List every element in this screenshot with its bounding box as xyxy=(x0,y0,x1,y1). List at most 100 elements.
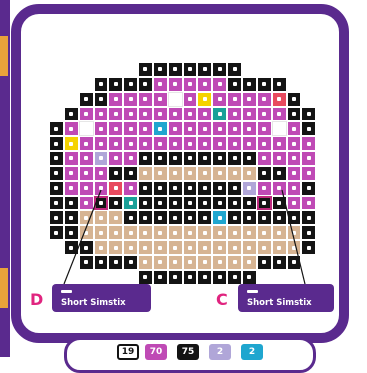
bead xyxy=(94,210,109,225)
bead xyxy=(183,151,198,166)
empty-cell xyxy=(301,77,316,92)
bead xyxy=(272,181,287,196)
bead xyxy=(227,136,242,151)
background-strip xyxy=(0,0,10,357)
empty-cell xyxy=(301,270,316,285)
bead xyxy=(123,255,138,270)
bead xyxy=(242,136,257,151)
bead xyxy=(257,77,272,92)
bead xyxy=(123,136,138,151)
bead xyxy=(212,166,227,181)
bead xyxy=(212,92,227,107)
bead xyxy=(227,62,242,77)
bead xyxy=(272,210,287,225)
bead xyxy=(197,62,212,77)
empty-cell xyxy=(287,77,302,92)
callout-letter-d: D xyxy=(30,290,43,309)
bead xyxy=(227,151,242,166)
bead xyxy=(242,210,257,225)
bead xyxy=(227,225,242,240)
bead xyxy=(183,107,198,122)
bead xyxy=(242,240,257,255)
bead xyxy=(197,151,212,166)
bead-grid xyxy=(49,62,316,285)
bead xyxy=(64,210,79,225)
bead xyxy=(227,270,242,285)
bead xyxy=(108,210,123,225)
bead xyxy=(242,151,257,166)
empty-cell xyxy=(49,92,64,107)
empty-cell xyxy=(64,62,79,77)
bead xyxy=(108,196,123,211)
bead xyxy=(287,255,302,270)
bead xyxy=(197,121,212,136)
bead xyxy=(272,107,287,122)
bead xyxy=(212,136,227,151)
bead xyxy=(138,225,153,240)
bead xyxy=(197,225,212,240)
bead xyxy=(272,151,287,166)
bead xyxy=(197,107,212,122)
bead xyxy=(138,210,153,225)
bead xyxy=(197,210,212,225)
bead xyxy=(272,255,287,270)
bead xyxy=(183,77,198,92)
bead xyxy=(168,62,183,77)
bead xyxy=(257,240,272,255)
bead xyxy=(257,151,272,166)
bead xyxy=(197,136,212,151)
bead xyxy=(153,255,168,270)
bead xyxy=(153,136,168,151)
bead xyxy=(64,107,79,122)
bead xyxy=(153,240,168,255)
bead xyxy=(94,255,109,270)
callout-bar xyxy=(61,290,72,293)
bead xyxy=(212,240,227,255)
bead xyxy=(183,255,198,270)
bead xyxy=(287,121,302,136)
bead xyxy=(153,121,168,136)
bead xyxy=(242,77,257,92)
bead xyxy=(64,181,79,196)
bead xyxy=(168,166,183,181)
bead xyxy=(212,121,227,136)
bead xyxy=(257,107,272,122)
bead xyxy=(183,181,198,196)
bead xyxy=(153,270,168,285)
bead xyxy=(168,181,183,196)
empty-cell xyxy=(64,270,79,285)
empty-cell xyxy=(79,270,94,285)
bead xyxy=(108,121,123,136)
bead xyxy=(153,77,168,92)
legend-white-count: 19 xyxy=(117,344,139,360)
bead xyxy=(301,166,316,181)
bead xyxy=(153,107,168,122)
empty-cell xyxy=(64,92,79,107)
bead xyxy=(168,240,183,255)
bead xyxy=(94,181,109,196)
bead xyxy=(257,121,272,136)
bead xyxy=(49,136,64,151)
bead xyxy=(183,121,198,136)
bead xyxy=(212,255,227,270)
bead xyxy=(138,196,153,211)
bead xyxy=(287,196,302,211)
bead xyxy=(108,255,123,270)
bead xyxy=(287,151,302,166)
empty-cell xyxy=(108,62,123,77)
bead xyxy=(242,181,257,196)
bead xyxy=(123,151,138,166)
bead xyxy=(227,196,242,211)
bead xyxy=(257,136,272,151)
bead xyxy=(197,240,212,255)
bead xyxy=(153,62,168,77)
bead xyxy=(168,225,183,240)
bead xyxy=(227,107,242,122)
bead xyxy=(123,92,138,107)
empty-cell xyxy=(272,62,287,77)
bead xyxy=(138,166,153,181)
bead xyxy=(49,210,64,225)
bead xyxy=(153,210,168,225)
bead xyxy=(64,136,79,151)
bead xyxy=(79,240,94,255)
